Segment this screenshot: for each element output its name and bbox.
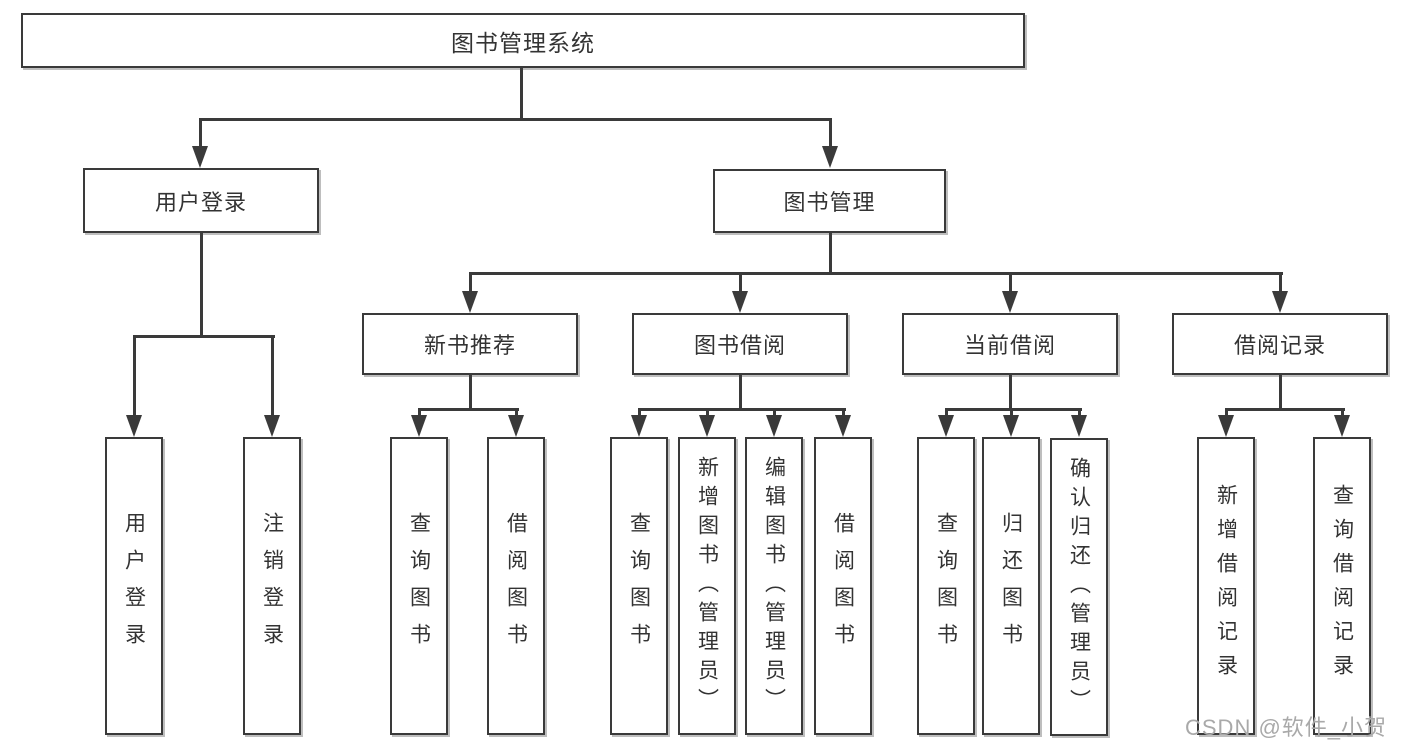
leaf-logout-label: 注销登录 — [260, 512, 284, 660]
leaf-current-confirm-return-admin: 确认归还（管理员） — [1050, 438, 1108, 736]
connector-line — [842, 408, 845, 418]
node-user-login: 用户登录 — [83, 168, 319, 233]
leaf-borrow-add-books-admin-label: 新增图书（管理员） — [695, 455, 719, 717]
leaf-logout: 注销登录 — [243, 437, 301, 735]
connector-line — [739, 272, 742, 292]
arrow-down-icon — [1002, 291, 1018, 313]
leaf-user-login-label: 用户登录 — [122, 512, 146, 660]
leaf-current-confirm-return-admin-label: 确认归还（管理员） — [1067, 456, 1091, 718]
arrow-down-icon — [508, 415, 524, 437]
connector-line — [1009, 272, 1012, 292]
connector-line — [945, 408, 948, 418]
connector-line — [1279, 375, 1282, 411]
connector-line — [418, 408, 519, 411]
arrow-down-icon — [835, 415, 851, 437]
connector-line — [271, 335, 274, 415]
connector-line — [469, 272, 472, 292]
leaf-user-login: 用户登录 — [105, 437, 163, 735]
leaf-current-return-books: 归还图书 — [982, 437, 1040, 735]
connector-line — [418, 408, 421, 418]
connector-line — [773, 408, 776, 418]
arrow-down-icon — [938, 415, 954, 437]
arrow-down-icon — [462, 291, 478, 313]
leaf-borrow-edit-books-admin-label: 编辑图书（管理员） — [762, 455, 786, 717]
connector-line — [515, 408, 518, 418]
leaf-recommend-borrow-books: 借阅图书 — [487, 437, 545, 735]
node-book-borrowing: 图书借阅 — [632, 313, 848, 375]
arrow-down-icon — [822, 146, 838, 168]
csdn-watermark: CSDN @软件_小贺同学 — [1185, 715, 1388, 740]
connector-line — [829, 118, 832, 146]
leaf-current-query-books: 查询图书 — [917, 437, 975, 735]
connector-line — [1225, 408, 1345, 411]
connector-line — [1010, 408, 1013, 418]
arrow-down-icon — [766, 415, 782, 437]
leaf-borrow-borrow-books-label: 借阅图书 — [831, 512, 855, 660]
connector-line — [1279, 272, 1282, 292]
connector-line — [945, 408, 1082, 411]
connector-line — [1078, 408, 1081, 418]
node-current-borrowing: 当前借阅 — [902, 313, 1118, 375]
connector-line — [1225, 408, 1228, 418]
connector-line — [520, 68, 523, 118]
node-current-borrowing-label: 当前借阅 — [963, 333, 1056, 358]
node-user-login-label: 用户登录 — [154, 189, 247, 215]
connector-line — [469, 375, 472, 411]
connector-line — [133, 335, 275, 338]
arrow-down-icon — [411, 415, 427, 437]
node-new-book-recommend: 新书推荐 — [362, 313, 578, 375]
arrow-down-icon — [631, 415, 647, 437]
arrow-down-icon — [1334, 415, 1350, 437]
arrow-down-icon — [264, 415, 280, 437]
arrow-down-icon — [126, 415, 142, 437]
node-borrowing-records: 借阅记录 — [1172, 313, 1388, 375]
connector-line — [706, 408, 709, 418]
arrow-down-icon — [1218, 415, 1234, 437]
leaf-records-query-record: 查询借阅记录 — [1313, 437, 1371, 735]
arrow-down-icon — [1272, 291, 1288, 313]
node-book-management: 图书管理 — [713, 169, 946, 233]
connector-line — [1341, 408, 1344, 418]
leaf-current-query-books-label: 查询图书 — [934, 512, 958, 660]
arrow-down-icon — [699, 415, 715, 437]
connector-line — [638, 408, 846, 411]
connector-line — [199, 118, 202, 146]
connector-line — [739, 375, 742, 411]
leaf-borrow-query-books: 查询图书 — [610, 437, 668, 735]
leaf-records-query-record-label: 查询借阅记录 — [1330, 484, 1354, 688]
leaf-borrow-borrow-books: 借阅图书 — [814, 437, 872, 735]
leaf-recommend-borrow-books-label: 借阅图书 — [504, 512, 528, 660]
leaf-borrow-edit-books-admin: 编辑图书（管理员） — [745, 437, 803, 735]
node-book-management-system: 图书管理系统 — [21, 13, 1025, 68]
arrow-down-icon — [1003, 415, 1019, 437]
arrow-down-icon — [192, 146, 208, 168]
node-book-borrowing-label: 图书借阅 — [693, 333, 786, 358]
arrow-down-icon — [732, 291, 748, 313]
leaf-records-add-record: 新增借阅记录 — [1197, 437, 1255, 735]
leaf-records-add-record-label: 新增借阅记录 — [1214, 484, 1238, 688]
connector-line — [469, 272, 1283, 275]
node-book-management-system-label: 图书管理系统 — [451, 29, 595, 56]
connector-line — [200, 233, 203, 338]
leaf-borrow-query-books-label: 查询图书 — [627, 512, 651, 660]
connector-line — [199, 118, 832, 121]
leaf-borrow-add-books-admin: 新增图书（管理员） — [678, 437, 736, 735]
leaf-recommend-query-books: 查询图书 — [390, 437, 448, 735]
node-borrowing-records-label: 借阅记录 — [1233, 333, 1326, 358]
connector-line — [133, 335, 136, 415]
connector-line — [829, 232, 832, 273]
node-book-management-label: 图书管理 — [783, 190, 876, 215]
connector-line — [1009, 375, 1012, 411]
leaf-current-return-books-label: 归还图书 — [999, 512, 1023, 660]
node-new-book-recommend-label: 新书推荐 — [423, 333, 516, 358]
connector-line — [638, 408, 641, 418]
arrow-down-icon — [1071, 415, 1087, 437]
leaf-recommend-query-books-label: 查询图书 — [407, 512, 431, 660]
